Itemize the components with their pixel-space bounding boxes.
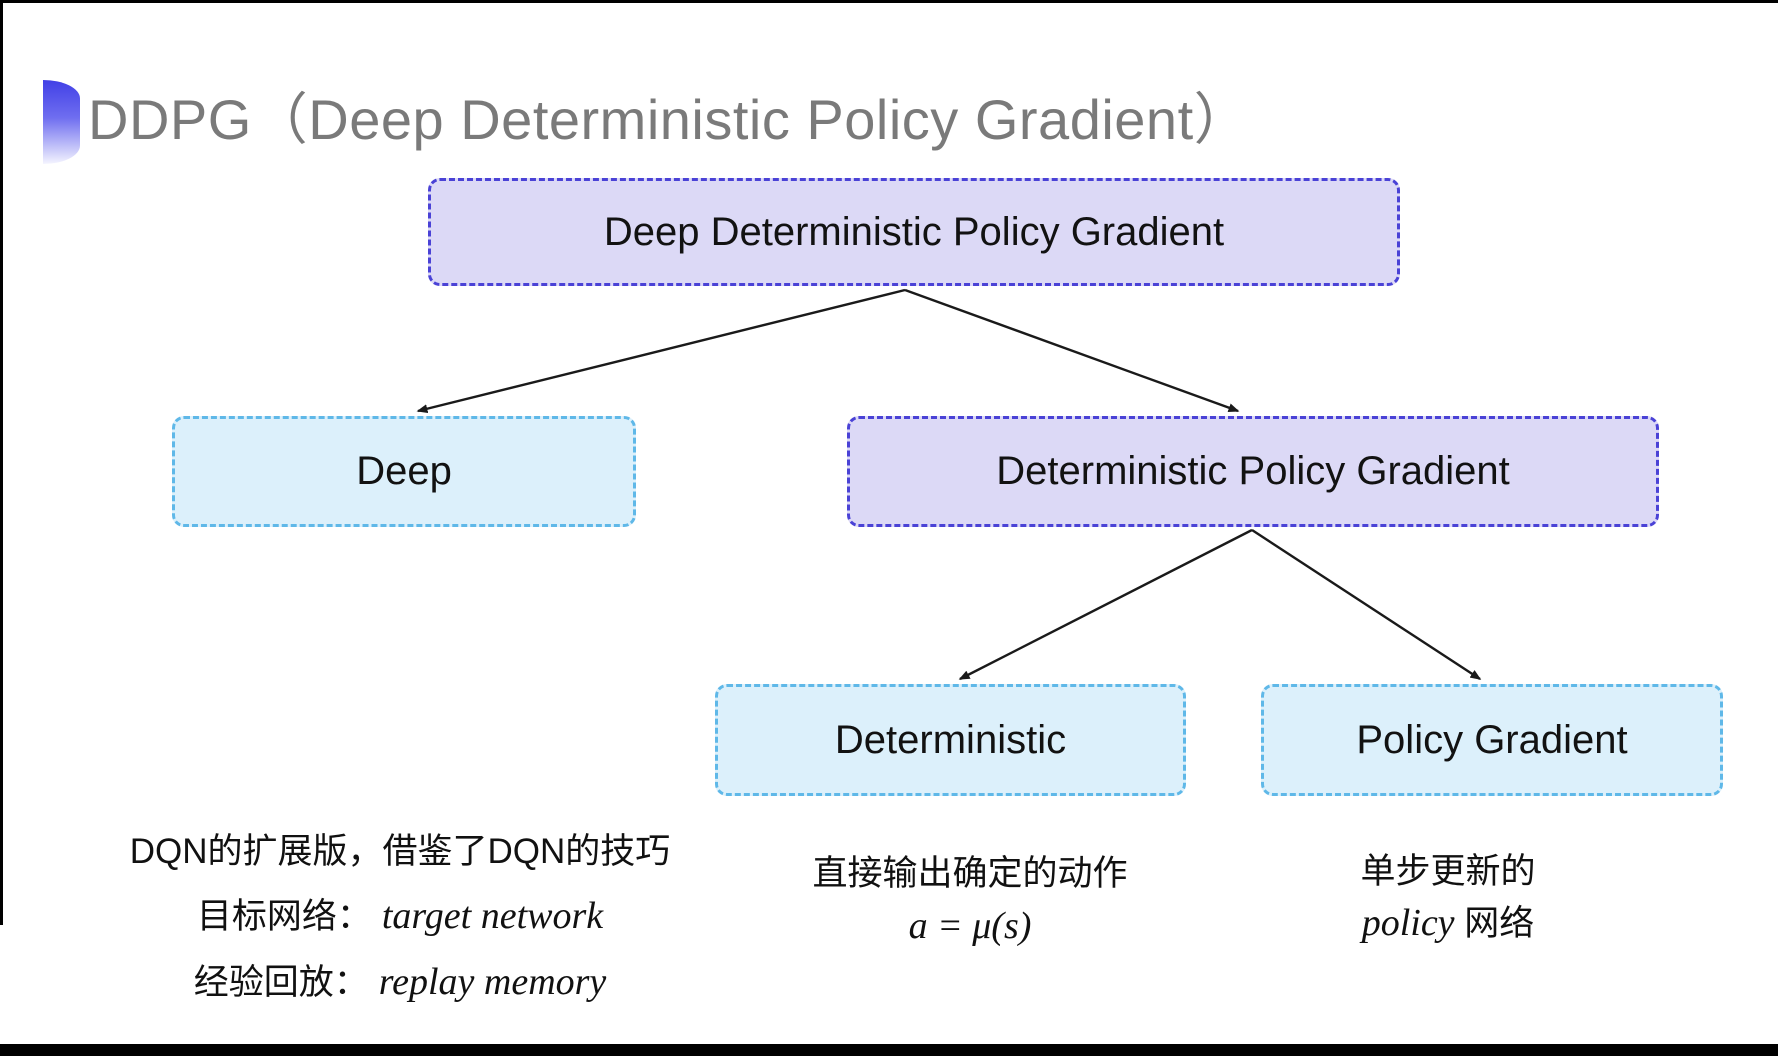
- note-deep-line3-label: 经验回放：: [193, 963, 369, 1003]
- note-policy-gradient-line2: policy 网络: [1238, 900, 1658, 948]
- note-deep: DQN的扩展版，借鉴了DQN的技巧 目标网络：target network 经验…: [120, 830, 680, 1026]
- top-edge-line: [0, 0, 1778, 3]
- note-deterministic: 直接输出确定的动作 a = μ(s): [760, 852, 1180, 948]
- arrow-root-to-deep: [416, 288, 906, 414]
- arrow-root-to-dpg: [904, 288, 1240, 413]
- note-policy-gradient-rest: 网络: [1454, 903, 1535, 943]
- note-policy-gradient-line1: 单步更新的: [1360, 852, 1536, 891]
- note-policy-gradient-term: policy: [1361, 901, 1455, 944]
- node-deterministic-policy-gradient: Deterministic Policy Gradient: [847, 416, 1659, 527]
- note-deterministic-line1: 直接输出确定的动作: [812, 854, 1128, 893]
- arrow-dpg-to-deterministic: [958, 528, 1253, 681]
- node-dpg-label: Deterministic Policy Gradient: [996, 449, 1510, 493]
- node-deep: Deep: [172, 416, 636, 527]
- note-deep-line3: 经验回放：replay memory: [120, 959, 680, 1007]
- note-deep-line3-term: replay memory: [378, 961, 607, 1004]
- bottom-edge-bar: [0, 1044, 1778, 1056]
- node-deep-label: Deep: [356, 449, 452, 493]
- note-deep-line2-label: 目标网络：: [196, 896, 372, 936]
- page-title: DDPG（Deep Deterministic Policy Gradient）: [88, 88, 1251, 151]
- node-deterministic: Deterministic: [715, 684, 1186, 796]
- node-root-ddpg: Deep Deterministic Policy Gradient: [428, 178, 1400, 286]
- note-deterministic-formula: a = μ(s): [908, 904, 1032, 947]
- arrow-dpg-to-policy-gradient: [1251, 528, 1482, 681]
- note-deep-line1: DQN的扩展版，借鉴了DQN的技巧: [129, 832, 671, 871]
- left-edge-line: [0, 0, 3, 925]
- note-deep-line2: 目标网络：target network: [120, 893, 680, 941]
- node-policy-gradient-label: Policy Gradient: [1356, 717, 1628, 762]
- node-root-label: Deep Deterministic Policy Gradient: [603, 209, 1225, 254]
- node-policy-gradient: Policy Gradient: [1261, 684, 1723, 796]
- node-deterministic-label: Deterministic: [834, 717, 1067, 762]
- accent-halfcircle-icon: [43, 80, 80, 164]
- note-deep-line2-term: target network: [381, 894, 604, 937]
- note-policy-gradient: 单步更新的 policy 网络: [1238, 850, 1658, 947]
